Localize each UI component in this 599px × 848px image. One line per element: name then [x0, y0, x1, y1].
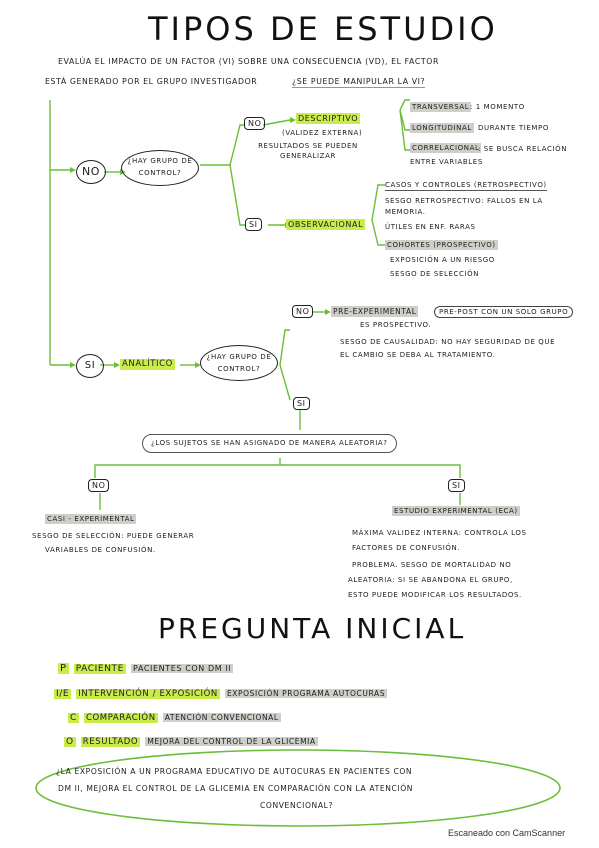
intro-line-2a: está generado por el grupo investigador	[45, 77, 258, 86]
text-sesgo-retro: sesgo retrospectivo: fallos en la memori…	[385, 197, 543, 216]
text-sesgo-seleccion-2a: sesgo de selección: puede generar	[32, 532, 195, 540]
text-cambio-tratamiento: el cambio se deba al tratamiento.	[340, 351, 496, 359]
node-q-grupo-control-a: ¿Hay grupo de control?	[121, 150, 199, 186]
pregunta-title: Pregunta inicial	[158, 612, 467, 645]
text-maxima-validez-a: Máxima validez interna: controla los	[352, 529, 527, 537]
text-pre-post: pre-post con un solo grupo	[434, 306, 574, 318]
text-correlacional-desc: : se busca relación entre variables	[410, 145, 568, 166]
node-no-main: NO	[76, 160, 106, 184]
pico-value-o: Mejora del control de la glicemia	[145, 737, 318, 746]
node-analitico: Analítico	[120, 359, 175, 370]
label-cuasi-experimental: Casi - experimental	[45, 514, 137, 524]
pico-label-p: Paciente	[73, 664, 126, 674]
pico-row-c: C Comparación Atención convencional	[68, 705, 281, 724]
intro-line-2b: ¿se puede manipular la VI?	[292, 77, 426, 88]
text-sesgo-seleccion-2b: variables de confusión.	[45, 546, 156, 554]
pico-row-p: P Paciente Pacientes con DM II	[58, 656, 234, 675]
pico-label-ie: Intervención / Exposición	[76, 689, 220, 699]
label-cohortes: Cohortes (prospectivo)	[385, 240, 498, 250]
pico-label-o: Resultado	[80, 737, 141, 747]
intro-line-1: Evalúa el impacto de un factor (VI) sobr…	[58, 57, 440, 66]
text-maxima-validez-b: factores de confusión.	[352, 544, 461, 552]
pico-letter-ie: I/E	[54, 689, 72, 699]
text-transversal-desc: : 1 momento	[470, 103, 525, 111]
text-exposicion-riesgo: exposición a un riesgo	[390, 256, 495, 264]
pico-value-c: Atención convencional	[162, 713, 281, 722]
scanner-watermark: Escaneado con CamScanner	[448, 828, 566, 838]
node-observacional: Observacional	[286, 219, 366, 230]
pico-row-ie: I/E Intervención / Exposición Exposición…	[54, 681, 388, 700]
node-descriptivo: Descriptivo	[296, 113, 361, 124]
node-no-desc: NO	[244, 117, 266, 130]
pico-row-o: O Resultado Mejora del control de la gli…	[64, 729, 318, 748]
page-title: Tipos de estudio	[148, 10, 498, 48]
label-longitudinal: Longitudinal	[410, 123, 474, 133]
text-validez-externa: (validez externa)	[282, 129, 363, 137]
text-es-prospectivo: es prospectivo.	[360, 321, 432, 329]
text-utiles-enf: útiles en enf. raras	[385, 223, 476, 231]
pico-label-c: Comparación	[83, 713, 158, 723]
label-transversal: Transversal	[410, 102, 472, 112]
label-casos-controles: Casos y controles (retrospectivo)	[385, 181, 547, 191]
pregunta-line-c: convencional?	[260, 801, 334, 810]
pregunta-line-b: DM II, mejora el control de la glicemia …	[58, 784, 414, 793]
node-no-pre: NO	[292, 305, 314, 318]
pico-letter-c: C	[68, 713, 79, 723]
node-no-cuasi: NO	[88, 479, 110, 492]
node-si-obs: SI	[245, 218, 262, 231]
text-sesgo-causalidad: Sesgo de causalidad: no hay seguridad de…	[340, 338, 556, 346]
pico-value-ie: Exposición programa autocuras	[224, 689, 388, 698]
node-q-aleatoria: ¿Los sujetos se han asignado de manera a…	[142, 434, 397, 453]
label-correlacional: Correlacional	[410, 143, 482, 153]
pico-value-p: Pacientes con DM II	[131, 664, 234, 673]
node-si-exp: SI	[448, 479, 465, 492]
label-estudio-experimental: Estudio experimental (ECA)	[392, 506, 520, 516]
node-si-aleat: SI	[293, 397, 310, 410]
node-q-grupo-control-b: ¿Hay grupo de control?	[200, 345, 278, 381]
label-pre-experimental: Pre-experimental	[331, 306, 419, 317]
pico-letter-o: O	[64, 737, 76, 747]
pregunta-line-a: ¿La exposición a un programa educativo d…	[56, 767, 413, 776]
text-problema-b: aleatoria: si se abandona el grupo,	[348, 576, 513, 584]
text-resultados-generalizar: resultados se pueden generalizar	[258, 142, 358, 160]
text-problema-c: esto puede modificar los resultados.	[348, 591, 522, 599]
text-problema-a: Problema. Sesgo de mortalidad no	[352, 561, 512, 569]
pico-letter-p: P	[58, 663, 69, 674]
node-si-main: SI	[76, 354, 104, 378]
text-longitudinal-desc: durante tiempo	[478, 124, 549, 132]
text-sesgo-seleccion-1: sesgo de selección	[390, 270, 480, 278]
